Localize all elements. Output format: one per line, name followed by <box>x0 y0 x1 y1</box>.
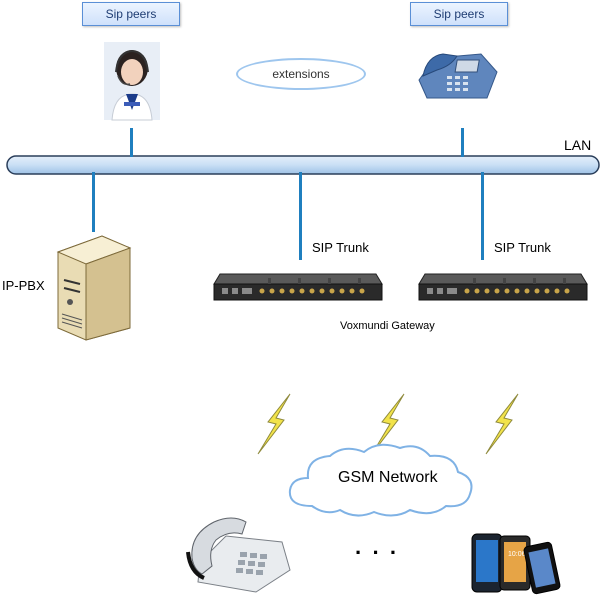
gateway-device-1 <box>213 273 383 301</box>
sip-trunk-label-2: SIP Trunk <box>494 240 551 255</box>
sip-peers-label-left: Sip peers <box>82 2 180 26</box>
connector-ip-phone <box>461 128 464 157</box>
ip-pbx-label: IP-PBX <box>2 278 45 293</box>
server-icon <box>56 235 132 341</box>
lan-label: LAN <box>564 137 592 153</box>
operator-icon <box>104 42 160 121</box>
wireless-lightning-icon-1 <box>257 393 291 455</box>
gsm-network-label: GSM Network <box>338 469 438 486</box>
landline-phone-icon <box>186 517 291 593</box>
mobile-phones-icon: 10:06 <box>471 533 561 595</box>
connector-operator <box>130 128 133 157</box>
gsm-cloud-icon <box>288 443 473 517</box>
gateway-device-2 <box>418 273 588 301</box>
ip-phone-icon <box>418 53 498 99</box>
wireless-lightning-icon-3 <box>485 393 519 455</box>
connector-pbx <box>92 172 95 232</box>
gateway-label: Voxmundi Gateway <box>340 320 435 332</box>
lan-bus <box>6 155 600 175</box>
extensions-label: extensions <box>236 58 366 90</box>
sip-trunk-label-1: SIP Trunk <box>312 240 369 255</box>
connector-gateway-2 <box>481 172 484 260</box>
more-devices-ellipsis: · · · <box>355 540 400 565</box>
connector-gateway-1 <box>299 172 302 260</box>
sip-peers-label-right: Sip peers <box>410 2 508 26</box>
svg-text:10:06: 10:06 <box>508 551 526 558</box>
